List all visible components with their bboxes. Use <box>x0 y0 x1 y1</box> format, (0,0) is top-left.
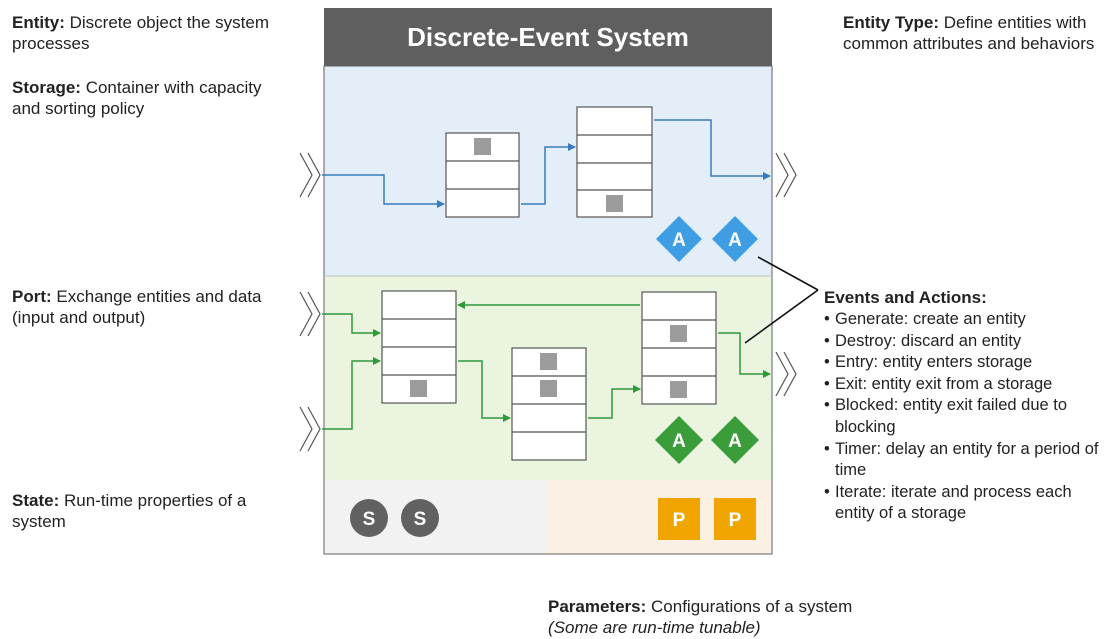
input-port-bottom <box>299 406 321 452</box>
attribute-badge-blue-2: A <box>712 216 758 262</box>
entity-flow-panel-top <box>324 66 772 276</box>
state-badge-1: S <box>350 499 388 537</box>
events-list: Generate: create an entity Destroy: disc… <box>824 309 1110 525</box>
port-description: Exchange entities and data (input and ou… <box>12 287 262 327</box>
entity <box>410 380 427 397</box>
event-item-exit: Exit: entity exit from a storage <box>824 374 1110 396</box>
parameters-tunable-note: (Some are run-time tunable) <box>548 618 761 637</box>
entity <box>670 325 687 342</box>
system-header <box>324 8 772 66</box>
svg-text:S: S <box>414 509 427 530</box>
state-note: State: Run-time properties of a system <box>12 490 274 532</box>
entity-note: Entity: Discrete object the system proce… <box>12 12 274 54</box>
entity-flow-blue <box>322 119 771 208</box>
storage-top-2 <box>576 106 653 218</box>
svg-text:A: A <box>672 431 686 452</box>
storage-note: Storage: Container with capacity and sor… <box>12 77 274 119</box>
input-port-top <box>299 152 321 198</box>
entity-type-note: Entity Type: Define entities with common… <box>843 12 1103 54</box>
parameters-description: Configurations of a system <box>651 597 853 616</box>
entity <box>606 195 623 212</box>
port-term: Port: <box>12 287 52 306</box>
event-item-timer: Timer: delay an entity for a period of t… <box>824 439 1110 482</box>
attribute-badge-green-1: A <box>655 416 703 464</box>
events-callout-lines <box>744 256 819 344</box>
output-port-top <box>775 152 797 198</box>
state-description: Run-time properties of a system <box>12 491 247 531</box>
output-port-bottom <box>775 351 797 397</box>
event-item-generate: Generate: create an entity <box>824 309 1110 331</box>
attribute-badge-green-2: A <box>711 416 759 464</box>
entities <box>410 138 687 398</box>
svg-text:A: A <box>672 230 686 251</box>
system-title: Discrete-Event System <box>407 22 689 52</box>
storage-term: Storage: <box>12 78 81 97</box>
entity-term: Entity: <box>12 13 65 32</box>
storage-description: Container with capacity and sorting poli… <box>12 78 262 118</box>
entity <box>540 380 557 397</box>
attribute-badge-blue-1: A <box>656 216 702 262</box>
entity-type-description: Define entities with common attributes a… <box>843 13 1095 53</box>
parameter-badge-2: P <box>714 498 756 540</box>
event-item-destroy: Destroy: discard an entity <box>824 331 1110 353</box>
entity-type-term: Entity Type: <box>843 13 940 32</box>
events-and-actions: Events and Actions: Generate: create an … <box>824 287 1110 525</box>
parameters-term: Parameters: <box>548 597 647 616</box>
event-item-blocked: Blocked: entity exit failed due to block… <box>824 395 1110 438</box>
entity-flow-green <box>322 301 771 430</box>
state-term: State: <box>12 491 60 510</box>
entity-description: Discrete object the system processes <box>12 13 269 53</box>
svg-text:P: P <box>729 510 742 531</box>
entity <box>670 381 687 398</box>
port-note: Port: Exchange entities and data (input … <box>12 286 280 328</box>
event-item-entry: Entry: entity enters storage <box>824 352 1110 374</box>
svg-text:A: A <box>728 431 742 452</box>
entity <box>540 353 557 370</box>
parameters-note: Parameters: Configurations of a system (… <box>548 596 948 638</box>
entity <box>474 138 491 155</box>
event-item-iterate: Iterate: iterate and process each entity… <box>824 482 1110 525</box>
svg-text:P: P <box>673 510 686 531</box>
state-badge-2: S <box>401 499 439 537</box>
svg-text:S: S <box>363 509 376 530</box>
input-port-middle <box>299 291 321 337</box>
parameter-badge-1: P <box>658 498 700 540</box>
events-heading: Events and Actions: <box>824 288 987 307</box>
svg-text:A: A <box>728 230 742 251</box>
